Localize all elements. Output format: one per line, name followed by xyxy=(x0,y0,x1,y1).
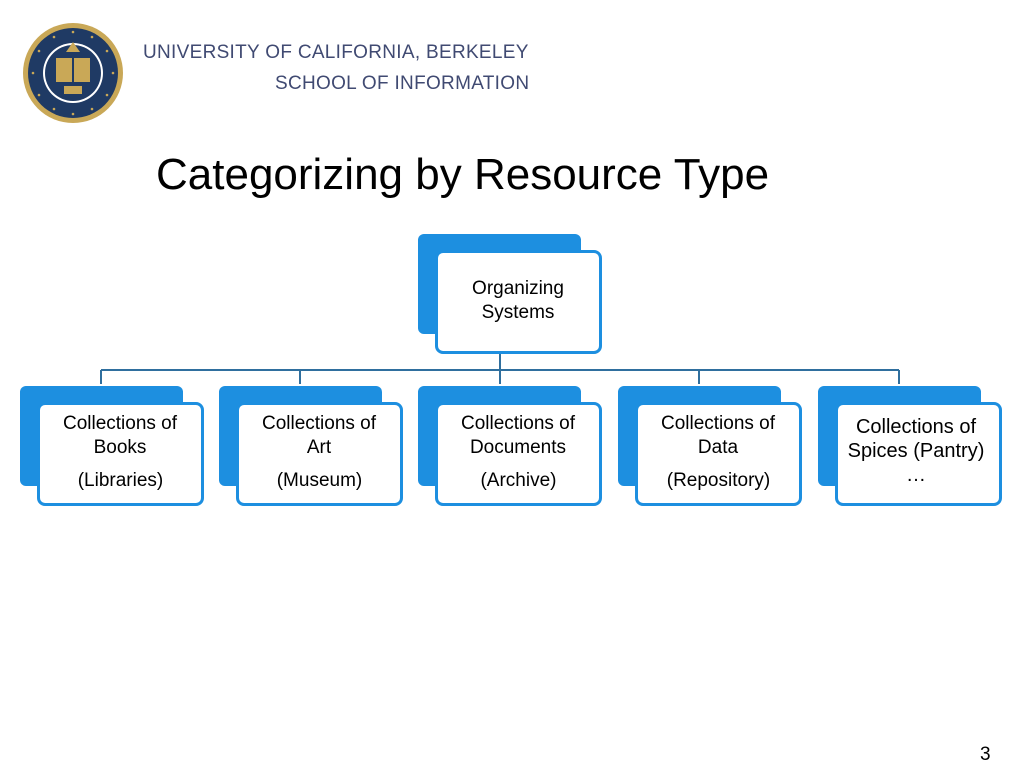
school-name: SCHOOL OF INFORMATION xyxy=(275,73,530,94)
child-node-books: Collections of Books (Libraries) xyxy=(20,386,204,508)
child-node-documents-label: Collections of Documents xyxy=(460,413,576,458)
child-node-art: Collections of Art (Museum) xyxy=(219,386,403,508)
root-node: Organizing Systems xyxy=(418,234,602,356)
page-number: 3 xyxy=(980,744,991,765)
root-node-label: Organizing Systems xyxy=(472,278,564,323)
university-seal-icon xyxy=(23,23,123,123)
child-node-spices: Collections of Spices (Pantry) … xyxy=(818,386,1002,508)
child-node-art-sub: (Museum) xyxy=(276,470,363,491)
child-node-books-sub: (Libraries) xyxy=(77,470,164,491)
child-node-data-sub: (Repository) xyxy=(666,470,771,491)
university-name: UNIVERSITY OF CALIFORNIA, BERKELEY xyxy=(143,42,529,63)
child-node-art-label: Collections of Art xyxy=(261,413,377,458)
child-node-spices-label: Collections of Spices (Pantry) … xyxy=(847,416,985,486)
child-node-data: Collections of Data (Repository) xyxy=(618,386,802,508)
child-node-data-label: Collections of Data xyxy=(660,413,776,458)
child-node-documents-sub: (Archive) xyxy=(480,470,557,491)
child-node-books-label: Collections of Books xyxy=(62,413,178,458)
child-node-documents: Collections of Documents (Archive) xyxy=(418,386,602,508)
slide-title: Categorizing by Resource Type xyxy=(156,150,770,199)
